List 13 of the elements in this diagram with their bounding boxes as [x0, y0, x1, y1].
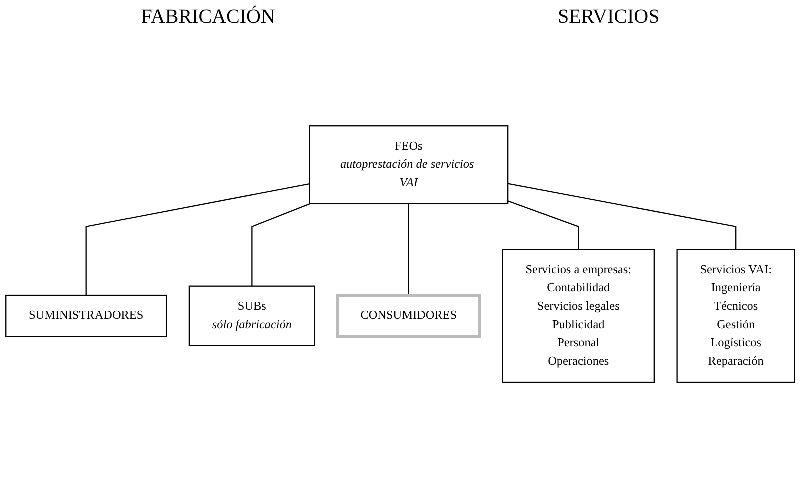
- node-box: CONSUMIDORES: [336, 294, 482, 338]
- connector: [86, 183, 310, 296]
- node-box: Servicios VAI: Ingeniería Técnicos Gestión Logísticos Reparación: [676, 248, 796, 383]
- section-heading: FABRICACIÓN: [141, 6, 276, 28]
- node-box: Servicios a empresas: Contabilidad Servicios legales Publicidad Personal Operaciones: [502, 248, 655, 383]
- connector: [252, 203, 310, 286]
- connector: [408, 204, 410, 296]
- node-box: FEOs autoprestación de servicios VAI: [309, 125, 509, 204]
- section-heading: SERVICIOS: [558, 6, 660, 28]
- connector: [508, 200, 580, 250]
- node-box: SUBs sólo fabricación: [188, 285, 316, 346]
- connector: [508, 182, 737, 250]
- node-box: SUMINISTRADORES: [6, 294, 168, 337]
